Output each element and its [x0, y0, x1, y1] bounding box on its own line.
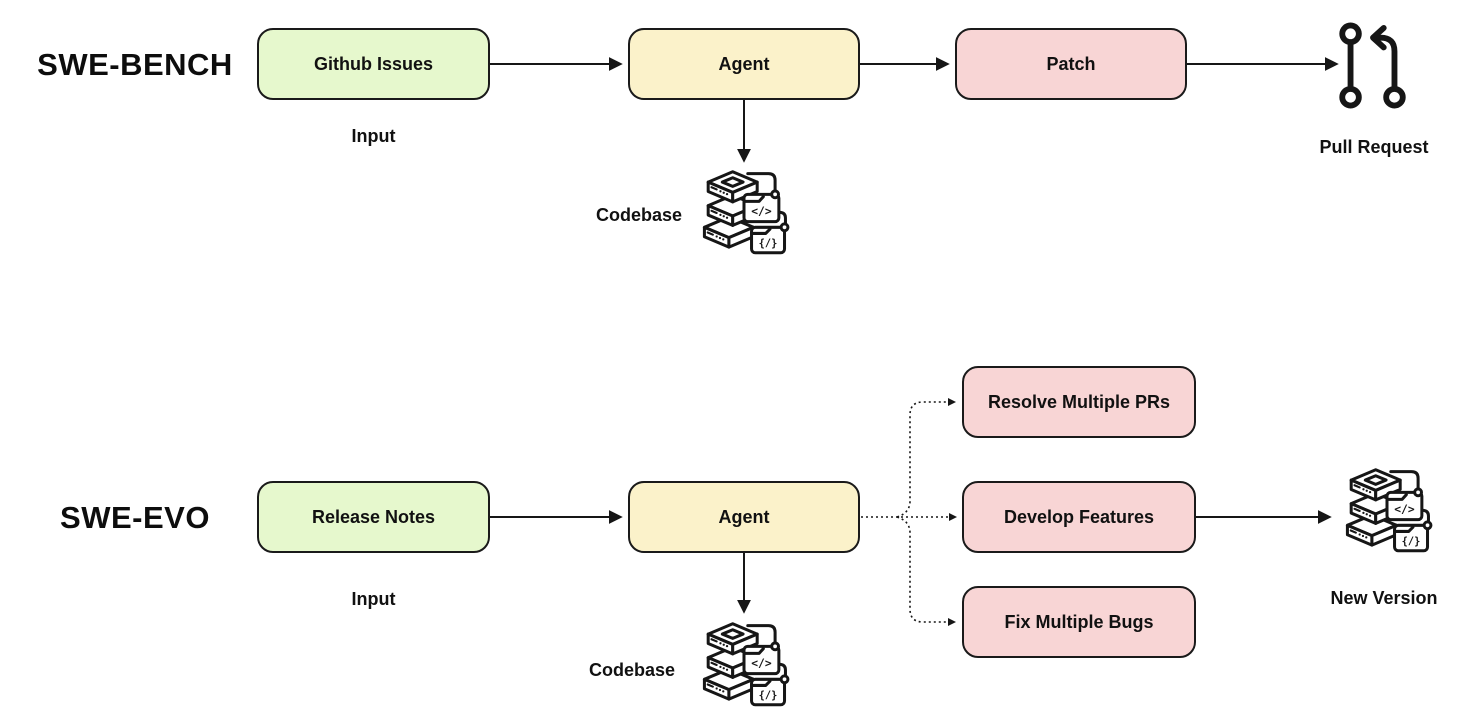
codebase-icon — [695, 619, 793, 722]
codebase-icon — [695, 167, 793, 270]
solid-arrows — [490, 57, 1339, 614]
input-caption-swe-bench: Input — [351, 126, 396, 146]
agent-node-swe-evo: Agent — [628, 481, 860, 553]
new-version-caption: New Version — [1330, 588, 1438, 608]
fix-multiple-bugs-node: Fix Multiple Bugs — [962, 586, 1196, 658]
pull-request-icon — [1332, 21, 1414, 116]
new-version-icon — [1338, 465, 1436, 568]
codebase-caption-swe-evo: Codebase — [588, 660, 675, 680]
dotted-arrowheads — [948, 398, 957, 626]
input-caption-swe-evo: Input — [351, 589, 396, 609]
develop-features-node: Develop Features — [962, 481, 1196, 553]
codebase-caption-swe-bench: Codebase — [595, 205, 682, 225]
swe-bench-title: SWE-BENCH — [37, 47, 233, 82]
agent-node-swe-bench: Agent — [628, 28, 860, 100]
github-issues-node: Github Issues — [257, 28, 490, 100]
resolve-multiple-prs-node: Resolve Multiple PRs — [962, 366, 1196, 438]
patch-node: Patch — [955, 28, 1187, 100]
swe-evo-title: SWE-EVO — [60, 500, 210, 535]
pull-request-caption: Pull Request — [1319, 137, 1429, 157]
dotted-branch-arrows — [861, 401, 949, 623]
release-notes-node: Release Notes — [257, 481, 490, 553]
